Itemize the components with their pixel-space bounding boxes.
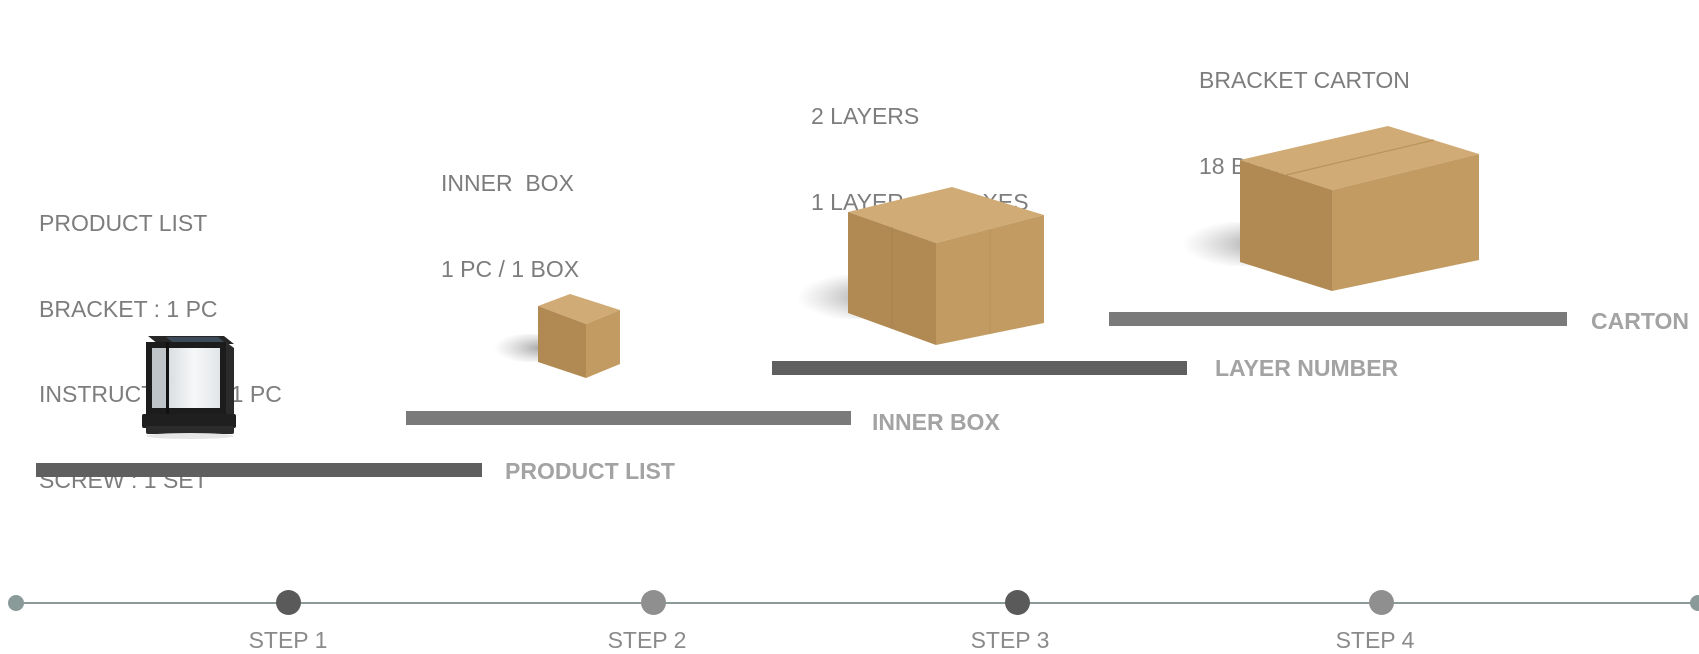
timeline-end-dot xyxy=(1690,595,1699,611)
step-4-label: STEP 4 xyxy=(1335,627,1415,653)
step-3-dot xyxy=(1005,590,1030,615)
solar-lamp-icon xyxy=(142,336,236,439)
description-line: 2 LAYERS xyxy=(811,103,920,129)
carton-box-icon xyxy=(1160,126,1479,291)
product-list-bar xyxy=(36,463,482,477)
layer-number-bar xyxy=(772,361,1187,375)
inner-box-bar xyxy=(406,411,851,425)
description-line: PRODUCT LIST xyxy=(39,210,208,236)
step-3-label: STEP 3 xyxy=(970,627,1050,653)
layer-number-label: LAYER NUMBER xyxy=(1215,355,1399,381)
description-line: INNER BOX xyxy=(441,170,574,196)
step-2-dot xyxy=(641,590,666,615)
description-line: 1 PC / 1 BOX xyxy=(441,255,580,282)
step-2-description: INNER BOX 1 PC / 1 BOX xyxy=(441,112,579,312)
carton-bar xyxy=(1109,312,1567,326)
timeline-line xyxy=(14,602,1699,604)
step-1-dot xyxy=(276,590,301,615)
inner-box-label: INNER BOX xyxy=(872,409,1000,435)
step-2-label: STEP 2 xyxy=(607,627,687,653)
description-line: BRACKET CARTON xyxy=(1199,67,1410,93)
step-4-dot xyxy=(1369,590,1394,615)
timeline-start-dot xyxy=(8,595,24,611)
description-line: BRACKET : 1 PC xyxy=(39,295,218,322)
medium-box-icon xyxy=(776,187,1044,345)
small-box-icon xyxy=(486,294,620,378)
step-1-label: STEP 1 xyxy=(248,627,328,653)
product-list-label: PRODUCT LIST xyxy=(505,458,675,484)
carton-label: CARTON xyxy=(1591,308,1689,334)
